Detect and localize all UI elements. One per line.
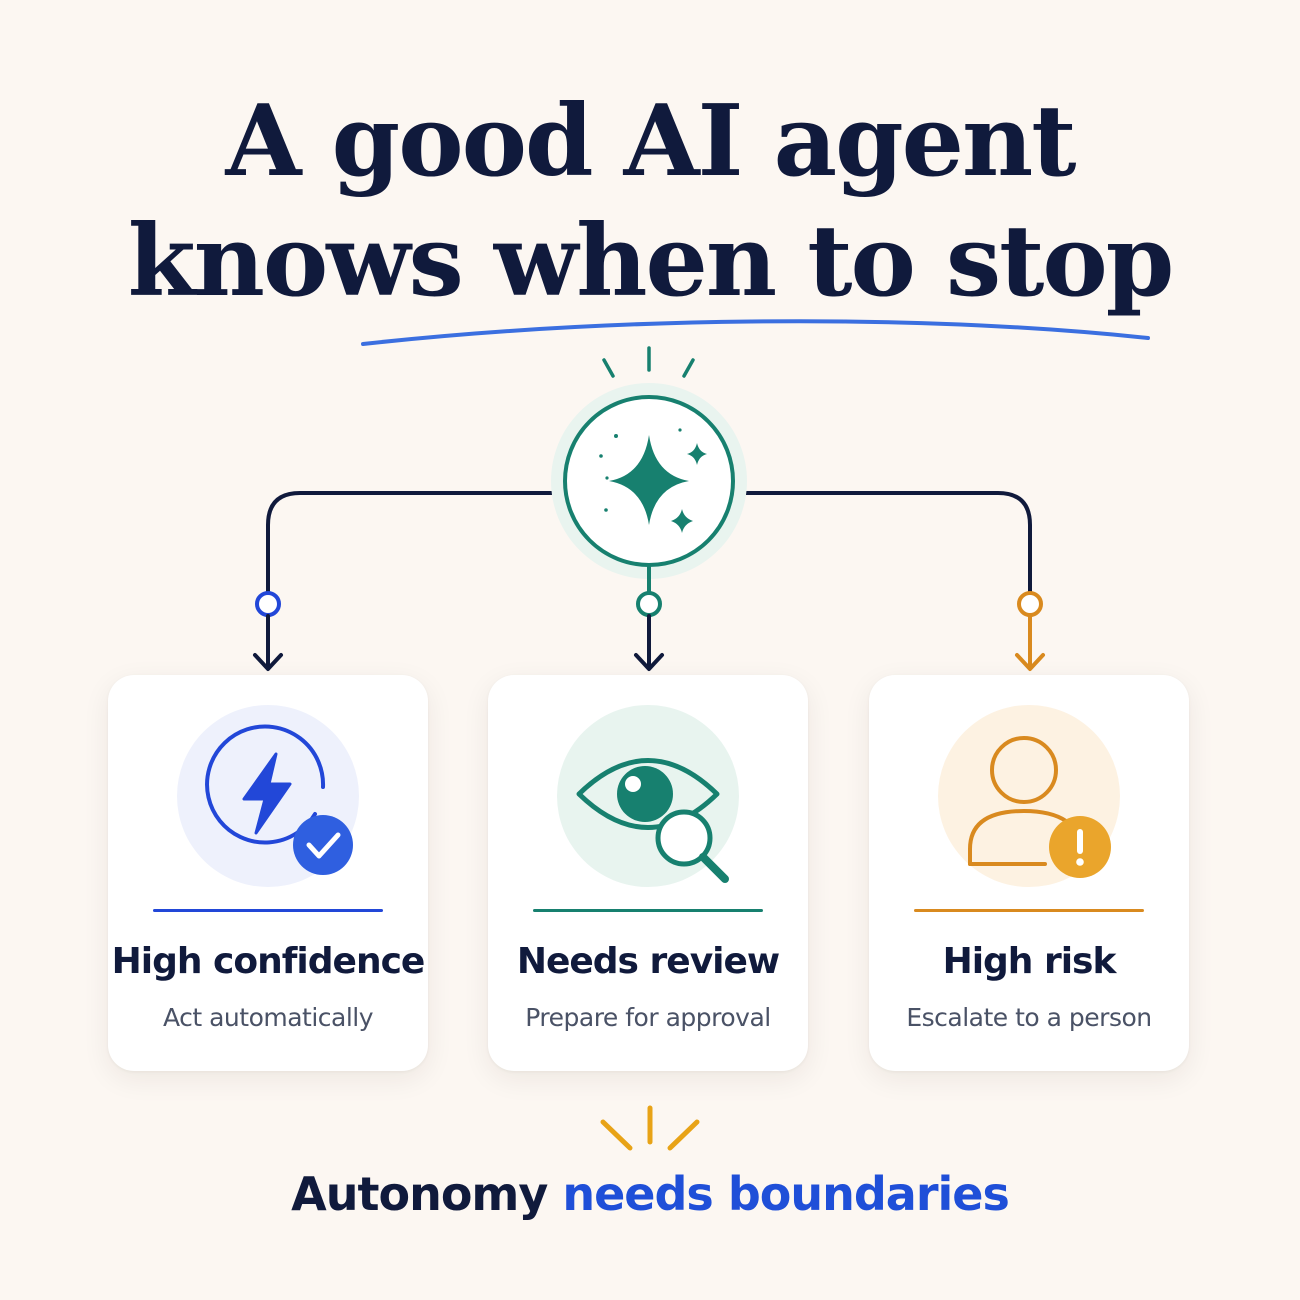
card-title: High risk bbox=[942, 941, 1117, 982]
title-line-1: A good AI agent bbox=[225, 84, 1077, 199]
branch-arrow-high-confidence bbox=[253, 591, 283, 671]
eye-magnifier-icon bbox=[557, 705, 739, 887]
card-high-risk: High risk Escalate to a person bbox=[869, 675, 1189, 1071]
card-title: High confidence bbox=[111, 941, 426, 982]
center-rays-icon bbox=[602, 346, 695, 378]
footer-text: Autonomy bbox=[291, 1167, 548, 1221]
central-node bbox=[551, 383, 747, 579]
card-subtitle: Escalate to a person bbox=[906, 1003, 1152, 1032]
card-title: Needs review bbox=[516, 941, 780, 982]
card-needs-review: Needs review Prepare for approval bbox=[488, 675, 808, 1071]
card-divider bbox=[914, 909, 1144, 912]
branch-arrow-high-risk bbox=[1015, 591, 1045, 671]
title-underline bbox=[361, 319, 1150, 346]
card-subtitle: Act automatically bbox=[162, 1003, 374, 1032]
footer-burst-icon bbox=[600, 1105, 700, 1151]
sparkle-icon bbox=[599, 428, 707, 533]
lightning-check-icon bbox=[177, 705, 359, 887]
card-subtitle: Prepare for approval bbox=[525, 1003, 771, 1032]
page-title: A good AI agent knows when to stop bbox=[0, 82, 1300, 322]
card-high-confidence: High confidence Act automatically bbox=[108, 675, 428, 1071]
card-divider bbox=[533, 909, 763, 912]
branch-arrow-needs-review bbox=[634, 564, 664, 671]
connector-lines bbox=[266, 491, 1032, 594]
footer-tagline: Autonomy needs boundaries bbox=[0, 1164, 1300, 1224]
footer-accent-text: needs boundaries bbox=[562, 1167, 1009, 1221]
person-alert-icon bbox=[938, 705, 1120, 887]
title-line-2: knows when to stop bbox=[127, 204, 1175, 319]
card-divider bbox=[153, 909, 383, 912]
